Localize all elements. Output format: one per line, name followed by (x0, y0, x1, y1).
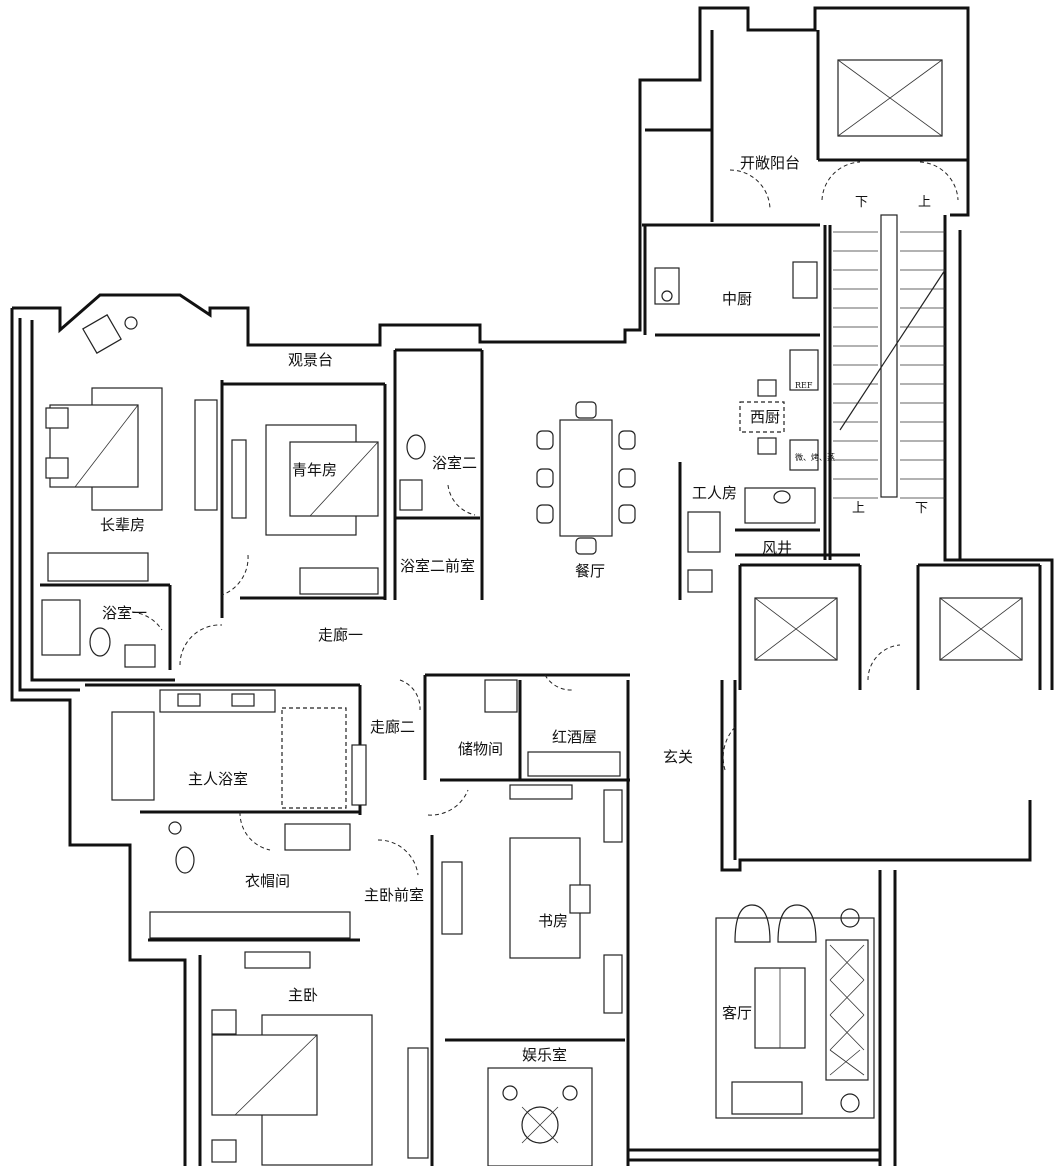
label-living: 客厅 (722, 1004, 752, 1022)
label-master-bath: 主人浴室 (188, 770, 248, 788)
label-cloakroom: 衣帽间 (245, 872, 290, 890)
partitions (40, 30, 1042, 1166)
stair-up-bottom: 上 (852, 501, 865, 516)
label-shaft: 风井 (762, 539, 792, 557)
label-master-ante: 主卧前室 (364, 886, 424, 904)
label-elder-room: 长辈房 (100, 516, 145, 534)
label-master-bedroom: 主卧 (288, 986, 318, 1004)
label-study: 书房 (538, 912, 568, 930)
stair-down-bottom: 下 (915, 501, 928, 516)
label-corridor-two: 走廊二 (370, 718, 415, 736)
doors (124, 161, 959, 876)
furniture (41, 261, 875, 1166)
appliance-labels: REF 微、烤、蒸 (795, 381, 835, 462)
label-bath-one: 浴室一 (102, 604, 147, 622)
label-storage: 储物间 (458, 740, 503, 758)
stairwell (833, 214, 946, 499)
room-labels: 长辈房 观景台 青年房 浴室一 浴室二 浴室二前室 餐厅 开敞阳台 中厨 西厨 … (100, 154, 800, 1064)
label-bath-two-ante: 浴室二前室 (400, 557, 475, 575)
microwave-label: 微、烤、蒸 (795, 452, 835, 462)
fridge-label: REF (795, 381, 813, 390)
label-youth-room: 青年房 (292, 461, 337, 479)
label-view-deck: 观景台 (288, 351, 333, 369)
label-dining: 餐厅 (575, 562, 605, 580)
elevators (754, 59, 1023, 661)
stair-up-top: 上 (918, 195, 931, 210)
stair-down-top: 下 (855, 195, 868, 210)
label-wine-room: 红酒屋 (552, 728, 597, 746)
label-bath-two: 浴室二 (432, 454, 477, 472)
label-maid-room: 工人房 (692, 484, 737, 502)
label-entertainment: 娱乐室 (522, 1046, 567, 1064)
label-western-kitchen: 西厨 (750, 408, 780, 426)
label-foyer: 玄关 (663, 748, 693, 766)
label-corridor-one: 走廊一 (318, 626, 363, 644)
outer-walls (10, 6, 1054, 1166)
label-chinese-kitchen: 中厨 (722, 290, 752, 308)
stair-labels: 下 上 上 下 (852, 195, 931, 516)
label-open-balcony: 开敞阳台 (740, 154, 800, 172)
